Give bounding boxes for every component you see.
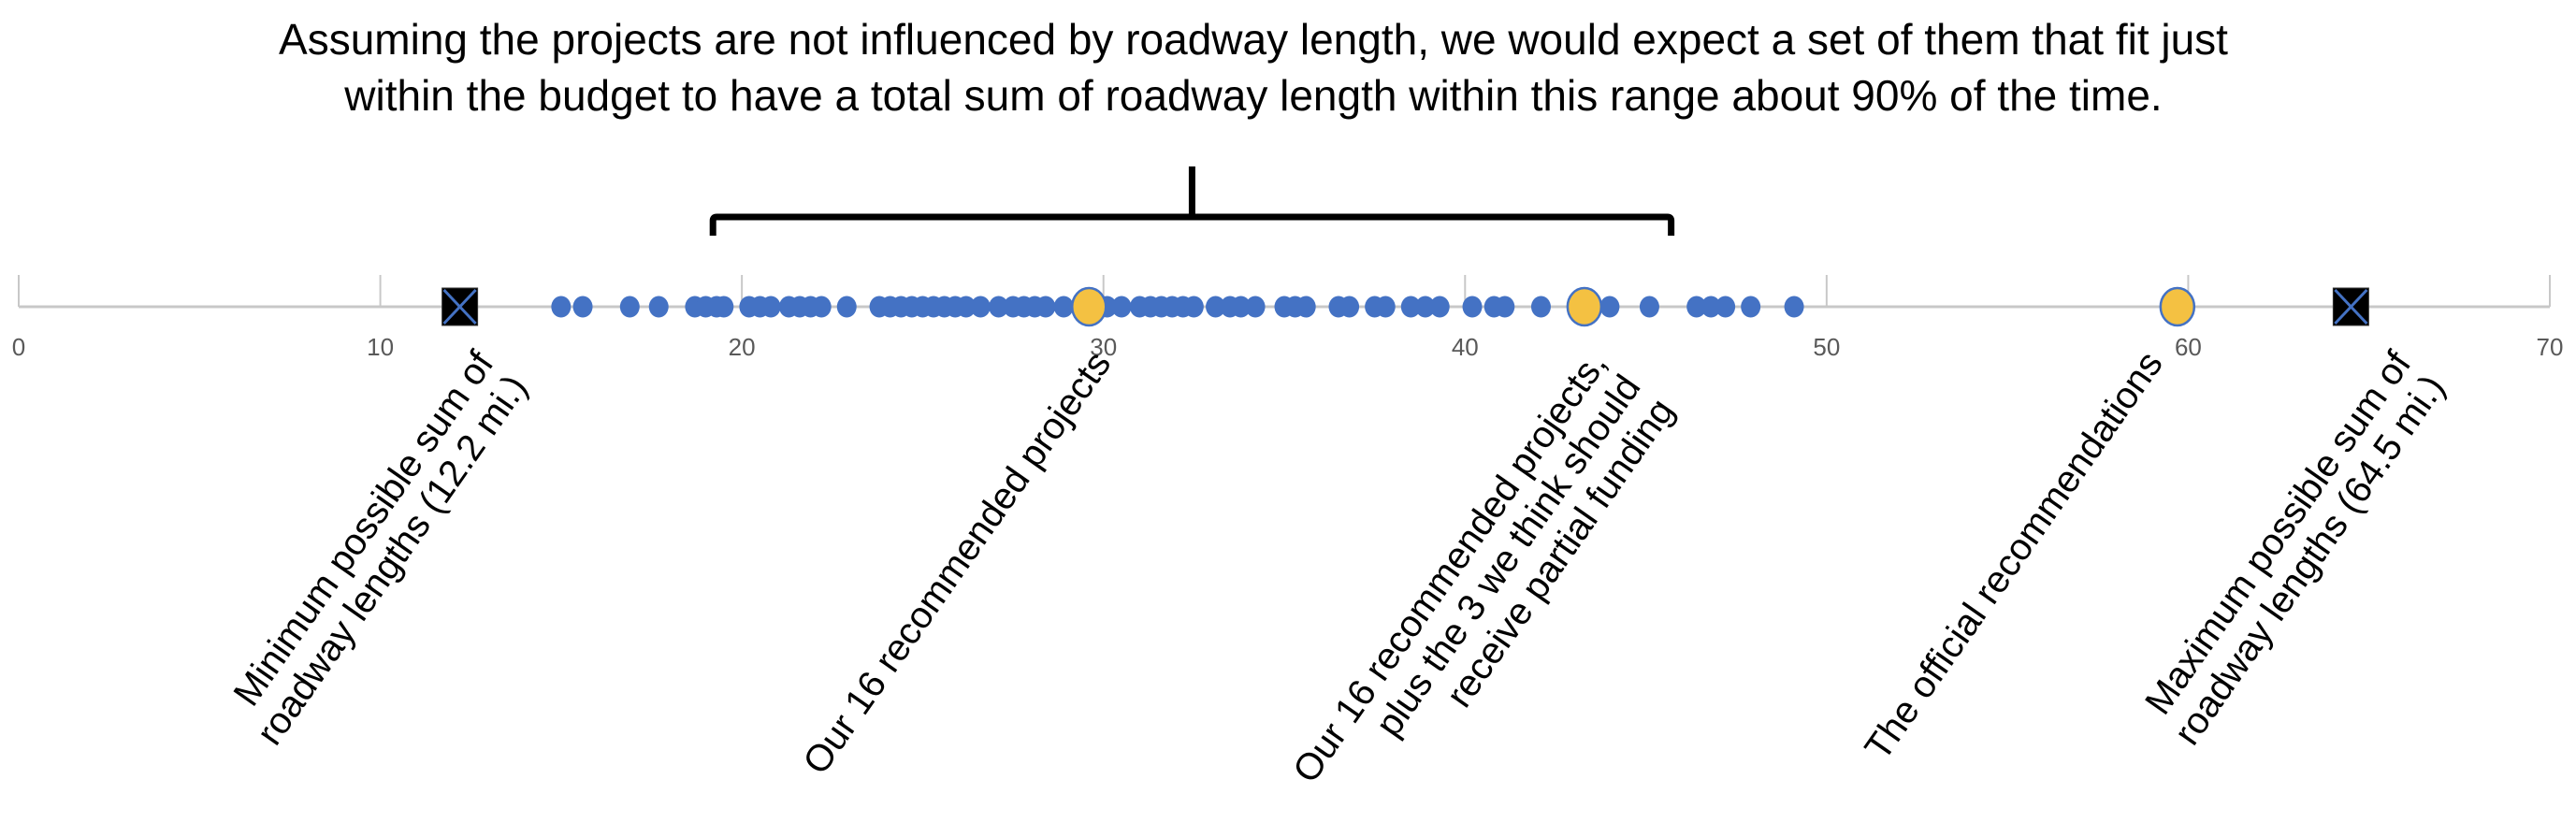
simulated-dot [1530, 296, 1551, 318]
highlight-markers [1071, 286, 2196, 327]
simulated-dot [1111, 296, 1132, 318]
highlight-dot [1071, 286, 1107, 327]
tick-label: 50 [1813, 333, 1840, 361]
simulated-dot [1206, 296, 1226, 318]
simulated-dot [1639, 296, 1659, 318]
simulated-dot [1599, 296, 1620, 318]
tick-label: 20 [729, 333, 756, 361]
tick-label: 40 [1452, 333, 1479, 361]
tick-label: 30 [1090, 333, 1117, 361]
simulated-dot [1686, 296, 1707, 318]
simulated-dot [572, 296, 593, 318]
simulated-dot [1035, 296, 1056, 318]
extreme-markers [441, 287, 2369, 326]
tick-label: 60 [2175, 333, 2202, 361]
tick-label: 0 [12, 333, 25, 361]
simulated-dot [1495, 296, 1515, 318]
strip-chart: 0 10 20 30 40 50 60 70 [12, 166, 2564, 361]
simulated-dot [760, 296, 781, 318]
simulated-dot [551, 296, 572, 318]
simulated-dot [811, 296, 832, 318]
simulated-dot [1053, 296, 1074, 318]
simulated-dot [956, 296, 977, 318]
extreme-marker-icon [2332, 287, 2369, 326]
simulated-dot [1715, 296, 1736, 318]
annotation-line-1: Assuming the projects are not influenced… [279, 15, 2228, 64]
simulated-dot [1231, 296, 1252, 318]
simulated-dot [970, 296, 991, 318]
annotation-line-2: within the budget to have a total sum of… [344, 71, 2163, 120]
simulated-dot [619, 296, 640, 318]
simulated-dot [714, 296, 734, 318]
tick-label: 70 [2537, 333, 2564, 361]
simulated-dot [836, 296, 857, 318]
simulated-dot [1415, 296, 1436, 318]
simulated-dot [1741, 296, 1761, 318]
simulated-dot [1183, 296, 1204, 318]
simulated-dot [1339, 296, 1360, 318]
simulated-dot [648, 296, 669, 318]
simulated-dot [989, 296, 1009, 318]
simulated-dot [1462, 296, 1483, 318]
tick-label: 10 [367, 333, 394, 361]
simulated-dot [1375, 296, 1396, 318]
simulated-dot [1700, 296, 1721, 318]
simulated-dot [1429, 296, 1450, 318]
simulated-dot [1295, 296, 1316, 318]
highlight-dot [1566, 286, 1603, 327]
simulated-dot [1784, 296, 1804, 318]
annotation-text: Assuming the projects are not influenced… [0, 11, 2507, 123]
simulated-dot [1400, 296, 1421, 318]
extreme-marker-icon [441, 287, 479, 326]
simulated-dot [1245, 296, 1266, 318]
bracket-bar [709, 213, 1675, 236]
simulated-dots [551, 296, 1804, 318]
range-bracket [709, 166, 1675, 236]
highlight-dot [2159, 286, 2196, 327]
